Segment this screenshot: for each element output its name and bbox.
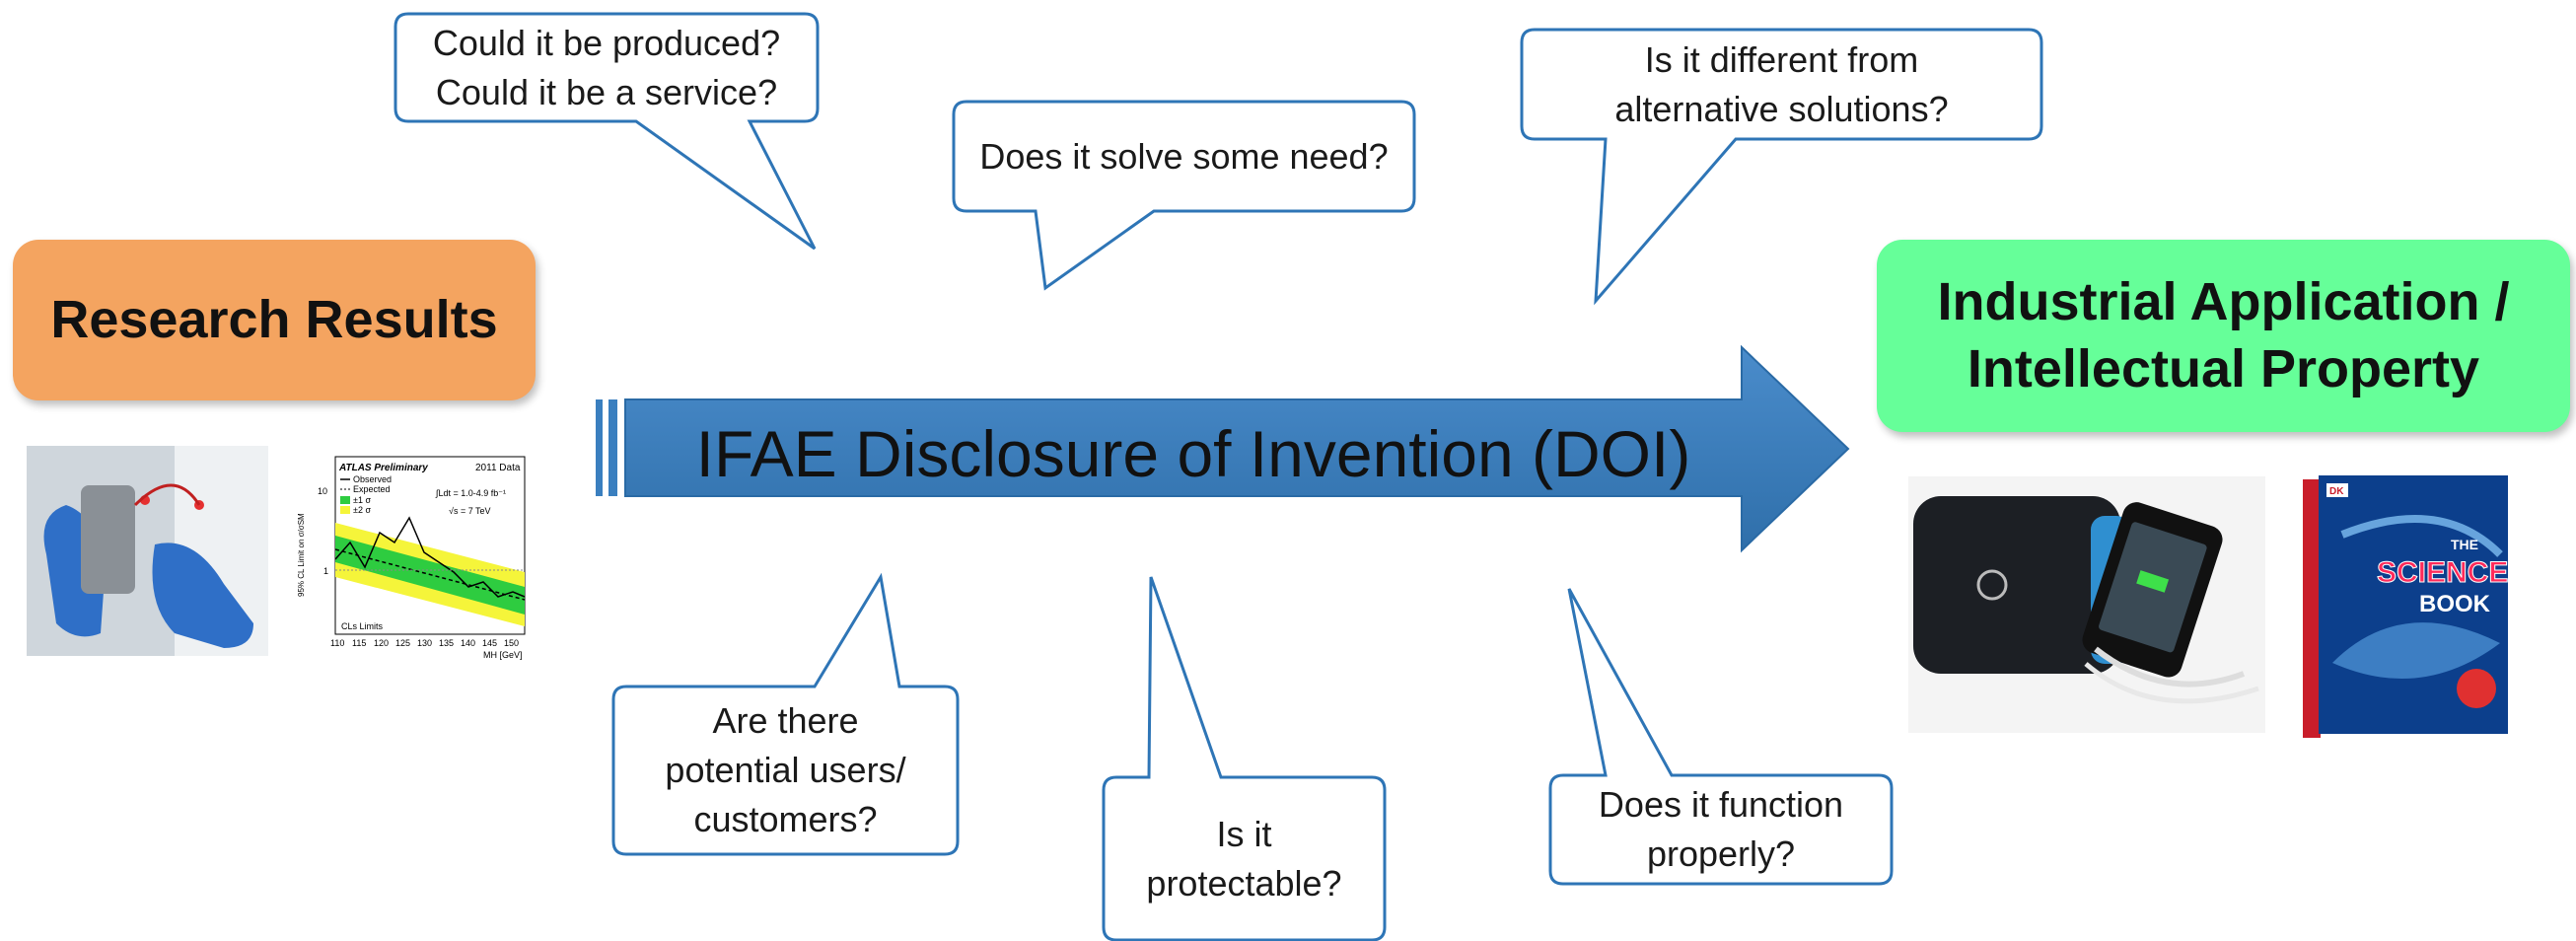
- callout-users-shape: [611, 572, 960, 856]
- power-button-icon: [1976, 569, 2008, 601]
- xtick-130: 130: [417, 638, 432, 648]
- callout-function-shape: [1548, 588, 1894, 886]
- xtick-110: 110: [330, 638, 344, 648]
- ytick-1: 1: [323, 566, 328, 576]
- xtick-150: 150: [504, 638, 519, 648]
- callout-function: Does it function properly?: [1598, 784, 1844, 874]
- xtick-145: 145: [482, 638, 497, 648]
- dk-logo: [2326, 483, 2348, 497]
- x-ticks: 110 115 120 125 130 135 140 145 150: [330, 638, 519, 648]
- atlas-title: ATLAS Preliminary: [338, 463, 428, 473]
- atlas-plot: ATLAS Preliminary 2011 Data Observed Exp…: [286, 449, 533, 661]
- book-title-book: BOOK: [2419, 591, 2491, 617]
- usb-cable: [2094, 646, 2246, 688]
- lab-photo: [27, 446, 268, 656]
- xtick-120: 120: [374, 638, 389, 648]
- atlas-lumi: ∫Ldt = 1.0-4.9 fb⁻¹: [435, 488, 506, 498]
- callout-different: Is it different from alternative solutio…: [1614, 38, 1949, 129]
- legend-2sigma: ±2 σ: [353, 505, 371, 515]
- observed-line: [334, 516, 526, 598]
- device: [81, 485, 135, 594]
- xtick-135: 135: [439, 638, 454, 648]
- legend-observed: Observed: [353, 474, 392, 484]
- book-swirl: [2332, 622, 2500, 679]
- science-book-photo: DK THE SCIENCE BOOK: [2303, 475, 2509, 738]
- expected-line: [334, 548, 526, 601]
- arrow-stripe-1: [596, 399, 603, 496]
- x-axis-label: MH [GeV]: [483, 650, 523, 660]
- power-bank-photo: [1908, 476, 2265, 733]
- probe-wire: [133, 483, 201, 507]
- legend-expected: Expected: [353, 484, 391, 494]
- book-title-the: THE: [2451, 537, 2478, 552]
- ytick-10: 10: [318, 486, 327, 496]
- atlas-data-tag: 2011 Data: [475, 463, 521, 473]
- doi-arrow-label: IFAE Disclosure of Invention (DOI): [695, 417, 1691, 490]
- book-spine: [2303, 479, 2321, 738]
- xtick-140: 140: [461, 638, 475, 648]
- research-results-label: Research Results: [50, 289, 498, 349]
- book-title-science: SCIENCE: [2377, 556, 2508, 589]
- research-results-box: Research Results: [13, 240, 536, 400]
- battery-icon: [2136, 570, 2170, 593]
- callout-need: Does it solve some need?: [979, 135, 1389, 177]
- atlas-footer: CLs Limits: [341, 621, 384, 631]
- arrow-shape: [624, 344, 1850, 553]
- callout-users: Are there potential users/ customers?: [665, 700, 906, 839]
- legend-2sigma-swatch: [340, 506, 350, 514]
- callout-produced-shape: [394, 12, 820, 251]
- book-badge: [2457, 669, 2496, 708]
- usb-cable-2: [2084, 662, 2259, 704]
- legend-1sigma: ±1 σ: [353, 495, 371, 505]
- right-glove: [152, 543, 253, 648]
- callout-different-shape: [1520, 28, 2043, 306]
- callout-protectable: Is it protectable?: [1146, 813, 1342, 904]
- callout-produced: Could it be produced? Could it be a serv…: [432, 22, 781, 112]
- xtick-115: 115: [352, 638, 366, 648]
- callout-protectable-shape: [1102, 576, 1387, 941]
- xtick-125: 125: [395, 638, 410, 648]
- y-axis-label: 95% CL Limit on σ/σSM: [297, 513, 306, 597]
- industrial-application-box: Industrial Application / Intellectual Pr…: [1877, 240, 2570, 432]
- atlas-energy: √s = 7 TeV: [449, 506, 491, 516]
- power-bank-body: [1913, 496, 2120, 674]
- dk-logo-text: DK: [2329, 486, 2344, 497]
- arrow-stripe-2: [608, 399, 617, 496]
- industrial-application-label: Industrial Application / Intellectual Pr…: [1937, 272, 2510, 398]
- legend-1sigma-swatch: [340, 496, 350, 504]
- book-swirl-2: [2340, 515, 2503, 557]
- callout-need-shape: [952, 100, 1416, 291]
